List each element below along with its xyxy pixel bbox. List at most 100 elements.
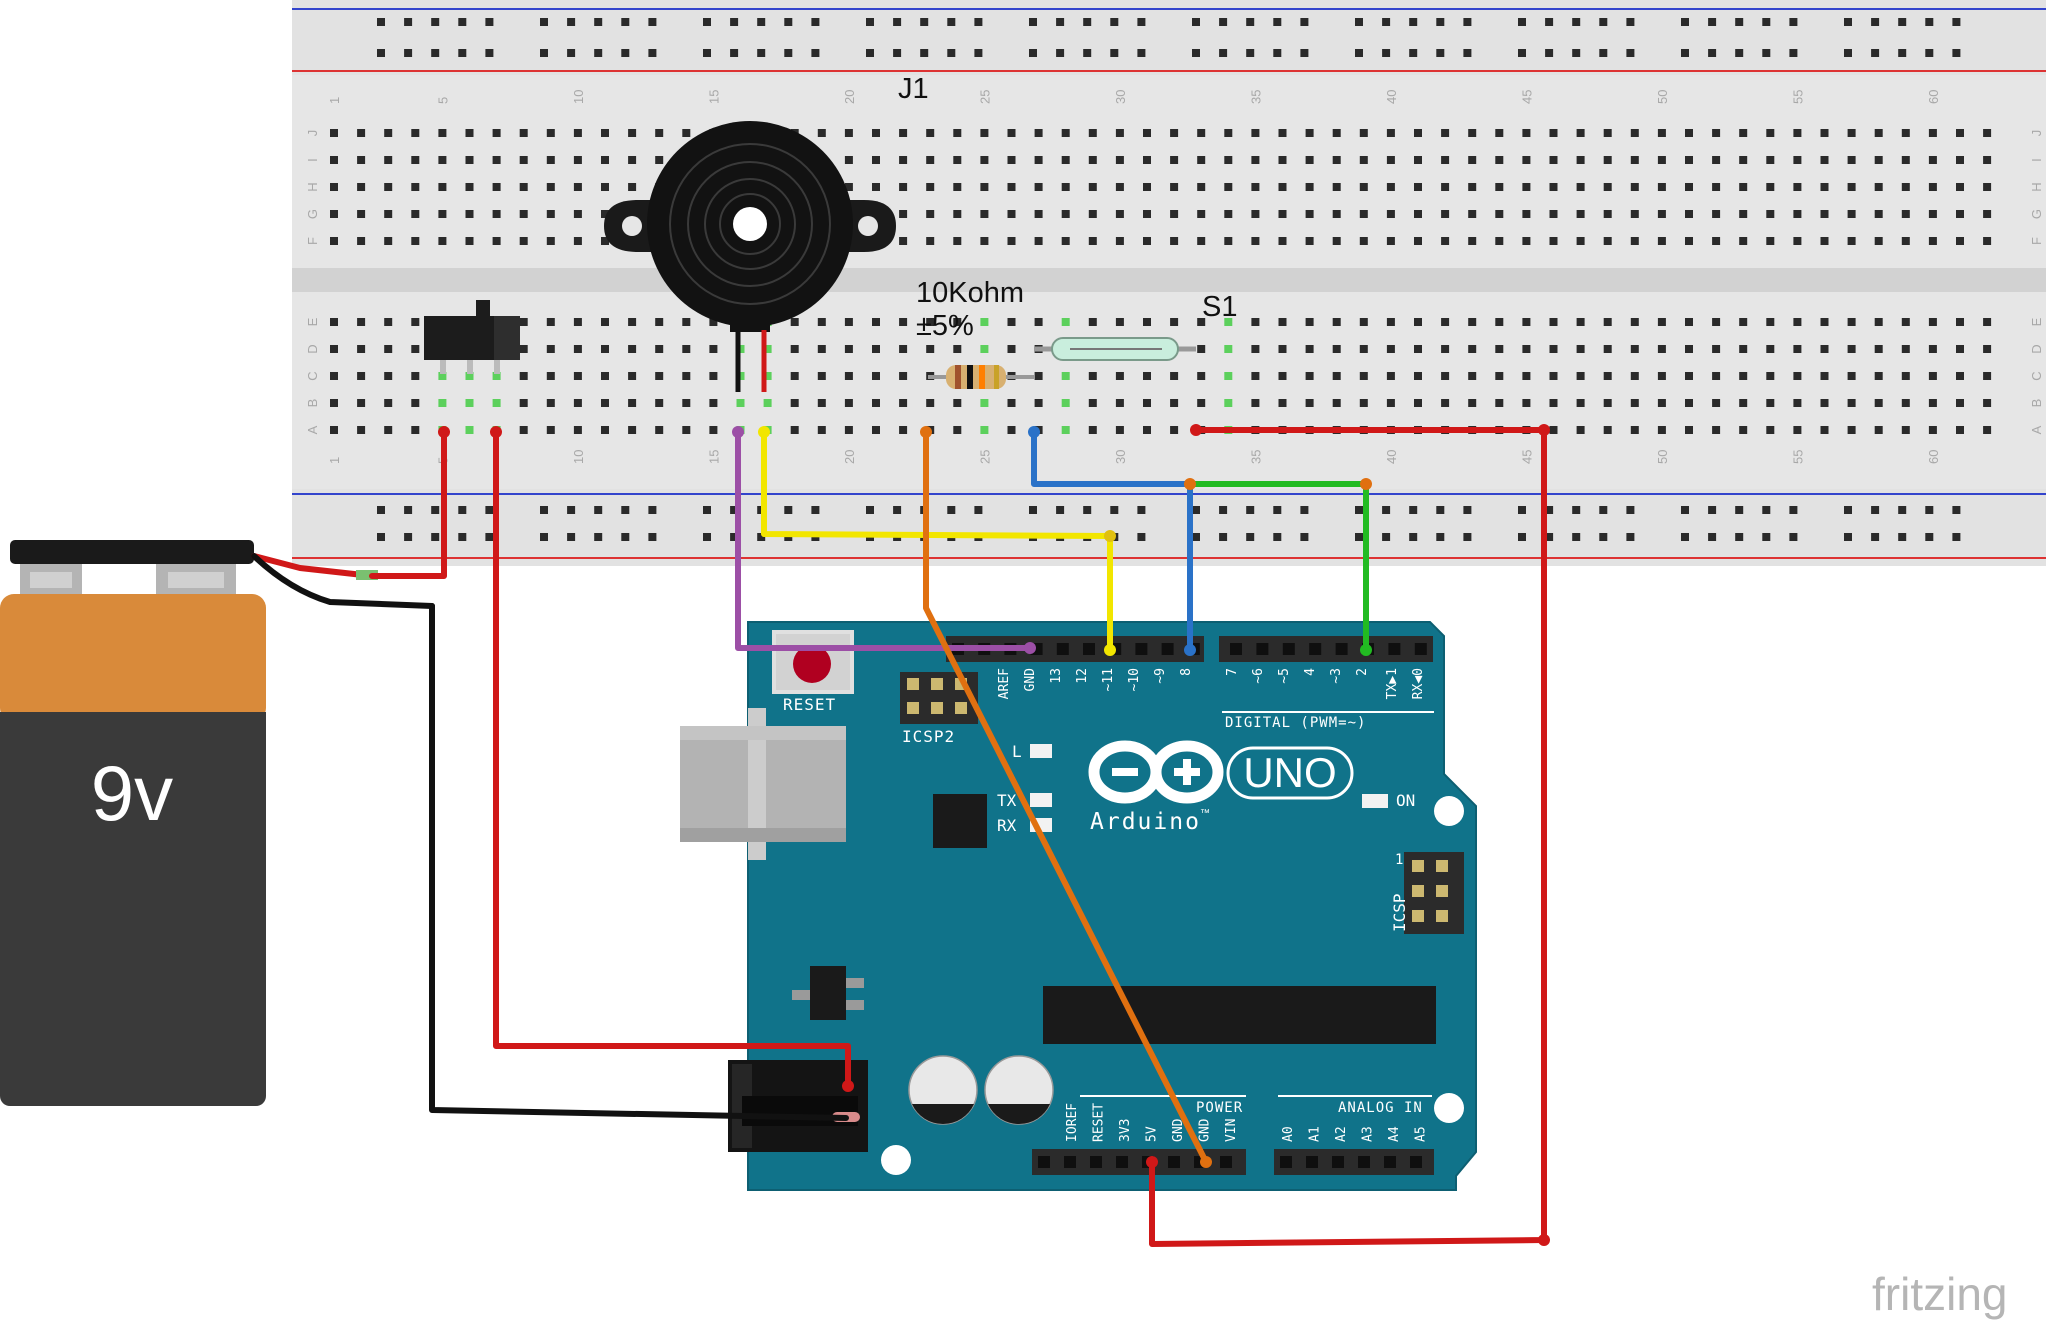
wire-black-battery-jack — [429, 603, 849, 1121]
power-rail-hole — [404, 18, 413, 26]
breadboard-hole — [1576, 129, 1585, 137]
reset-button-cap[interactable] — [793, 645, 831, 683]
power-rail-hole — [1708, 506, 1717, 514]
breadboard-hole — [1278, 156, 1287, 164]
breadboard-hole — [844, 426, 853, 434]
breadboard-hole — [1712, 426, 1721, 434]
breadboard-hole — [1332, 237, 1341, 245]
breadboard-hole — [1088, 237, 1097, 245]
breadboard-hole — [1793, 426, 1802, 434]
power-rail-hole — [1871, 533, 1880, 541]
header-pin — [1412, 885, 1424, 897]
breadboard-hole — [872, 345, 880, 353]
breadboard-hole — [1441, 345, 1450, 353]
digital-pin-label: AREF — [997, 668, 1012, 699]
breadboard-hole — [573, 426, 582, 434]
row-letter: G — [305, 209, 320, 219]
breadboard-hole — [1874, 345, 1883, 353]
power-rail-hole — [974, 49, 983, 57]
breadboard-hole — [628, 399, 637, 407]
power-rail-hole — [811, 49, 820, 57]
usb-connector — [680, 708, 846, 860]
power-rail-hole — [703, 49, 711, 57]
power-pin-label: 3V3 — [1118, 1119, 1133, 1142]
breadboard-hole — [1956, 345, 1964, 353]
power-rail-hole — [1355, 18, 1363, 26]
breadboard-hole — [492, 156, 501, 164]
row-letter: C — [305, 371, 320, 380]
breadboard-hole — [1820, 237, 1829, 245]
breadboard-hole — [709, 345, 718, 353]
breadboard-hole — [1386, 129, 1395, 137]
breadboard-hole — [411, 156, 420, 164]
power-rail-hole — [621, 506, 630, 514]
breadboard-hole — [601, 183, 609, 191]
header-pin — [1388, 643, 1401, 655]
breadboard-hole — [411, 318, 420, 326]
breadboard-hole — [1603, 372, 1612, 380]
breadboard-hole — [1983, 156, 1992, 164]
power-rail-hole — [784, 18, 793, 26]
breadboard-hole — [601, 318, 609, 326]
breadboard-hole — [1441, 210, 1450, 218]
breadboard-hole — [953, 129, 962, 137]
breadboard-hole — [926, 318, 935, 326]
power-rail-hole — [1626, 49, 1635, 57]
breadboard-hole — [1197, 345, 1206, 353]
breadboard-hole — [1739, 318, 1748, 326]
breadboard-hole — [1874, 129, 1883, 137]
breadboard-hole — [465, 183, 474, 191]
power-rail-hole — [1137, 49, 1146, 57]
led-l-label: L — [1012, 742, 1022, 761]
breadboard-hole — [573, 156, 582, 164]
power-rail-hole — [1219, 18, 1228, 26]
header-pin — [1135, 643, 1148, 655]
breadboard-hole — [1468, 399, 1477, 407]
breadboard-hole — [1441, 372, 1450, 380]
breadboard-hole — [1034, 237, 1043, 245]
breadboard-hole — [1061, 426, 1070, 434]
breadboard-hole — [1983, 345, 1992, 353]
breadboard-hole — [573, 372, 582, 380]
breadboard-hole — [1007, 237, 1016, 245]
breadboard-hole — [330, 426, 338, 434]
power-rail-hole — [974, 506, 983, 514]
row-letter: F — [2029, 237, 2044, 245]
breadboard-hole — [1468, 372, 1477, 380]
breadboard-hole — [1251, 129, 1260, 137]
header-pin — [931, 702, 943, 714]
power-rail-hole — [947, 506, 956, 514]
power-rail-hole — [1599, 506, 1608, 514]
header-pin — [1116, 1156, 1128, 1168]
breadboard-hole — [763, 399, 772, 407]
breadboard-hole — [357, 210, 366, 218]
uno-text: UNO — [1243, 749, 1336, 796]
breadboard-hole — [1197, 237, 1206, 245]
breadboard-hole — [1278, 318, 1287, 326]
power-rail-hole — [1382, 533, 1391, 541]
breadboard-hole — [357, 237, 366, 245]
power-rail-hole — [1463, 18, 1472, 26]
breadboard-hole — [899, 372, 908, 380]
breadboard-hole — [1766, 399, 1775, 407]
breadboard-hole — [519, 237, 528, 245]
breadboard-hole — [1197, 399, 1206, 407]
power-rail-hole — [1056, 506, 1065, 514]
digital-pin-label: RX◀0 — [1411, 668, 1426, 699]
breadboard-hole — [1197, 156, 1206, 164]
digital-pin-label: ~10 — [1127, 668, 1142, 691]
breadboard-hole — [1630, 426, 1639, 434]
power-rail-hole — [1626, 533, 1635, 541]
slide-switch[interactable] — [424, 300, 520, 374]
breadboard-hole — [1901, 156, 1910, 164]
power-pin-label: 5V — [1145, 1126, 1160, 1142]
breadboard-hole — [1143, 156, 1151, 164]
breadboard-hole — [1793, 372, 1802, 380]
reset-button[interactable] — [772, 630, 854, 694]
breadboard-hole — [546, 318, 555, 326]
bottom-power-rail — [292, 489, 2046, 566]
breadboard-hole — [1332, 156, 1341, 164]
power-rail-hole — [458, 49, 467, 57]
breadboard-hole — [1928, 183, 1937, 191]
